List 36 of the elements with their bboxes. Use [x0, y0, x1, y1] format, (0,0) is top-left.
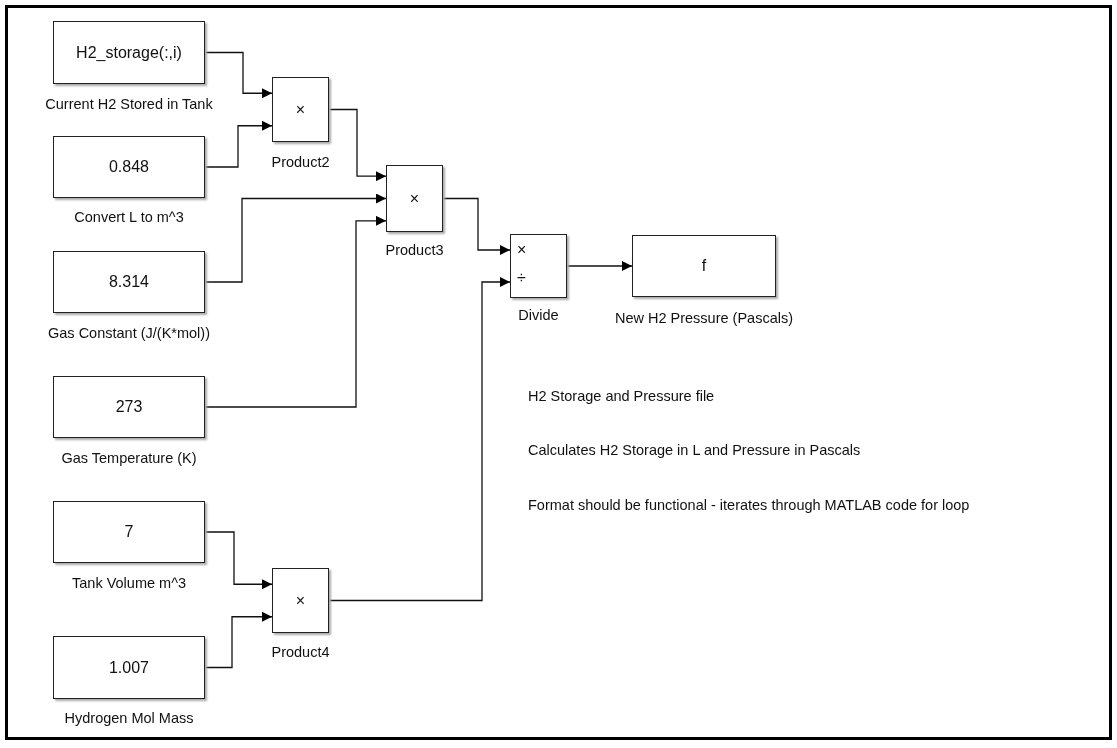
operator-sign: × [517, 241, 527, 259]
block-name: New H2 Pressure (Pascals) [614, 310, 794, 326]
signal-arrow [442, 197, 511, 255]
block-name: Product2 [271, 154, 330, 170]
block-value: 273 [114, 398, 144, 416]
annotation-note: H2 Storage and Pressure file [528, 388, 715, 404]
signal-arrow [328, 108, 387, 182]
signal-arrow [204, 215, 387, 408]
signal-arrow [204, 611, 273, 669]
signal-arrow [204, 531, 273, 590]
block-name: Product3 [385, 242, 444, 258]
signal-arrow [204, 193, 387, 283]
block-value: f [700, 257, 708, 275]
signal-arrow [328, 277, 511, 602]
operator-sign: × [294, 591, 307, 610]
signal-arrow [566, 261, 633, 271]
operator-sign: × [408, 189, 421, 208]
operator-sign: ÷ [517, 269, 526, 287]
block-name: Gas Temperature (K) [61, 450, 197, 466]
annotation-note: Format should be functional - iterates through MATLAB code for loop [528, 497, 970, 513]
operator-sign: × [294, 100, 307, 119]
block-value: H2_storage(:,i) [75, 43, 183, 62]
block-name: Current H2 Stored in Tank [45, 96, 213, 112]
block-name: Divide [518, 307, 559, 323]
block-value: 1.007 [107, 658, 150, 677]
signal-arrow [204, 51, 273, 99]
block-name: Convert L to m^3 [74, 209, 184, 225]
block-name: Hydrogen Mol Mass [64, 710, 194, 726]
annotation-note: Calculates H2 Storage in L and Pressure in Pascals [528, 442, 861, 458]
block-value: 0.848 [107, 158, 150, 176]
block-value: 8.314 [107, 273, 150, 291]
signal-arrow [204, 120, 273, 168]
block-name: Tank Volume m^3 [72, 575, 186, 591]
block-name: Product4 [271, 644, 330, 660]
block-name: Gas Constant (J/(K*mol)) [48, 325, 210, 341]
block-value: 7 [123, 523, 135, 541]
